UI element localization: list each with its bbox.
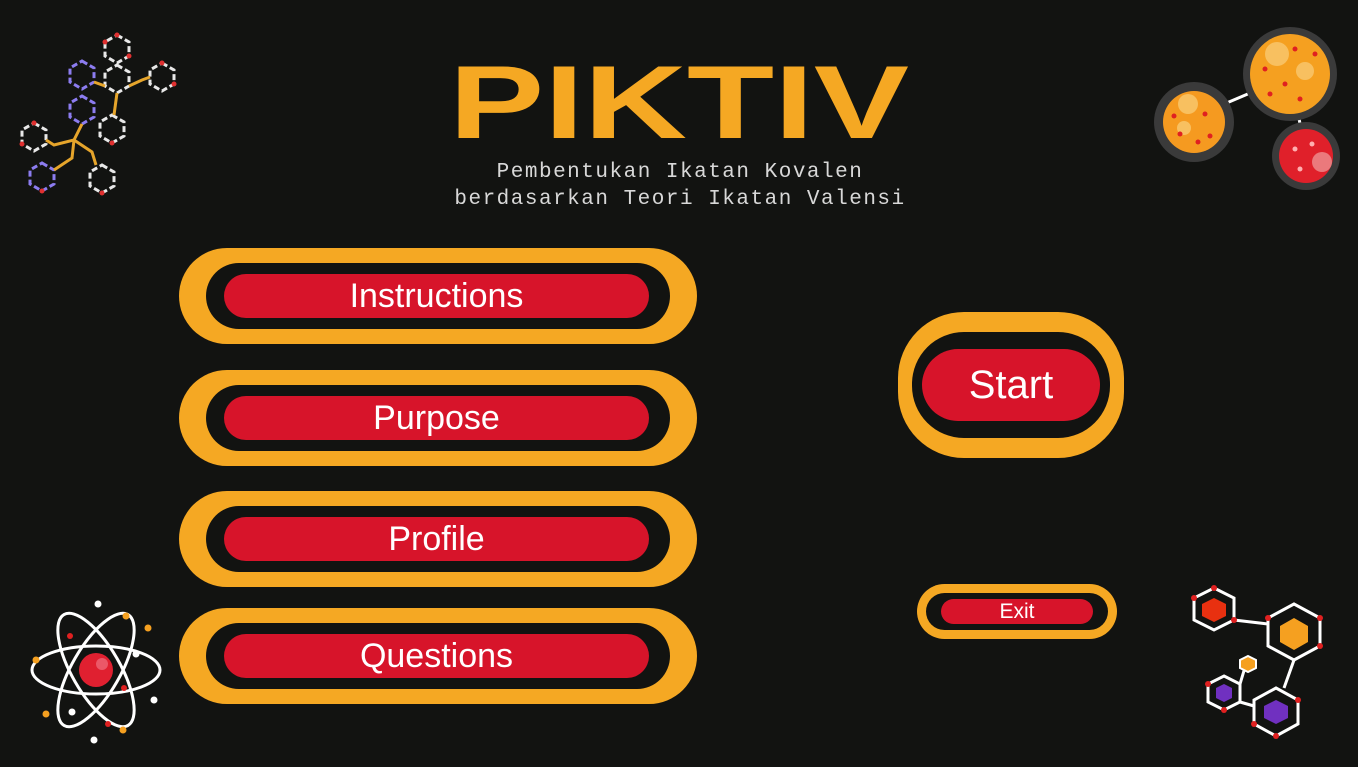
questions-button[interactable]: Questions [179,608,697,704]
hexagon-molecule-icon [19,32,177,196]
start-button[interactable]: Start [898,312,1124,458]
profile-button[interactable]: Profile [179,491,697,587]
exit-button[interactable]: Exit [917,584,1117,639]
instructions-button[interactable]: Instructions [179,248,697,344]
subtitle-line-2: berdasarkan Teori Ikatan Valensi [454,188,906,211]
app-title: PIKTIV [449,45,909,144]
exit-button-label[interactable]: Exit [941,599,1093,624]
molecule-spheres-icon [1154,27,1340,190]
instructions-button-label[interactable]: Instructions [224,274,649,318]
start-button-label[interactable]: Start [922,349,1100,421]
hexagon-cluster-icon [1191,585,1323,739]
profile-button-label[interactable]: Profile [224,517,649,561]
atom-icon [30,600,162,744]
purpose-button-label[interactable]: Purpose [224,396,649,440]
app-title-text: PIKTIV [449,45,909,144]
subtitle-line-1: Pembentukan Ikatan Kovalen [496,161,864,184]
questions-button-label[interactable]: Questions [224,634,649,678]
purpose-button[interactable]: Purpose [179,370,697,466]
